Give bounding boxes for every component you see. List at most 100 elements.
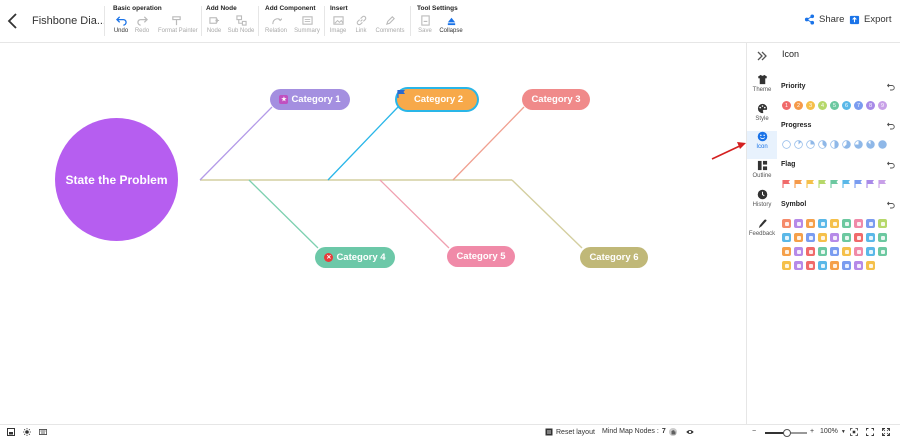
summary-button[interactable]: Summary [289, 15, 325, 39]
symbol-icon[interactable] [866, 219, 875, 228]
zoom-in-button[interactable]: + [810, 428, 814, 435]
symbol-icon[interactable] [830, 247, 839, 256]
progress-0-icon[interactable] [782, 140, 791, 149]
symbol-icon[interactable] [794, 261, 803, 270]
symbol-icon[interactable] [842, 261, 851, 270]
symbol-icon[interactable] [818, 219, 827, 228]
category-node-2[interactable]: Category 2 [397, 89, 477, 110]
flag-7-icon[interactable] [854, 179, 863, 188]
image-button[interactable]: Image [320, 15, 356, 39]
keyboard-button[interactable] [39, 428, 47, 436]
reset-flag-icon[interactable] [887, 161, 895, 169]
symbol-icon[interactable] [794, 233, 803, 242]
symbol-icon[interactable] [878, 247, 887, 256]
progress-2-icon[interactable] [806, 140, 815, 149]
symbol-icon[interactable] [806, 247, 815, 256]
zoom-slider-handle[interactable] [783, 429, 791, 437]
symbol-icon[interactable] [842, 247, 851, 256]
fullscreen-button[interactable] [866, 428, 874, 436]
symbol-icon[interactable] [830, 219, 839, 228]
symbol-icon[interactable] [854, 219, 863, 228]
rail-item-history[interactable]: History [747, 189, 777, 217]
category-node-5[interactable]: Category 5 [447, 246, 515, 267]
undo-button[interactable]: Undo [103, 15, 139, 39]
symbol-icon[interactable] [830, 233, 839, 242]
progress-3-icon[interactable] [818, 140, 827, 149]
save-button[interactable]: Save [407, 15, 443, 39]
symbol-icon[interactable] [878, 233, 887, 242]
rail-item-feedback[interactable]: Feedback [747, 218, 777, 246]
symbol-icon[interactable] [842, 233, 851, 242]
zoom-out-button[interactable]: − [752, 428, 756, 435]
progress-5-icon[interactable] [842, 140, 851, 149]
progress-4-icon[interactable] [830, 140, 839, 149]
flag-1-icon[interactable] [782, 179, 791, 188]
reset-priority-icon[interactable] [887, 83, 895, 91]
priority-3-icon[interactable]: 3 [806, 101, 815, 110]
mindmap-canvas[interactable]: State the Problem ★ Category 1 Category … [0, 43, 746, 424]
category-node-3[interactable]: Category 3 [522, 89, 590, 110]
symbol-icon[interactable] [842, 219, 851, 228]
minimap-button[interactable] [7, 428, 15, 436]
priority-7-icon[interactable]: 7 [854, 101, 863, 110]
symbol-icon[interactable] [866, 247, 875, 256]
reset-progress-icon[interactable] [887, 122, 895, 130]
flag-8-icon[interactable] [866, 179, 875, 188]
sub-node-button[interactable]: Sub Node [223, 15, 259, 39]
node-button[interactable]: Node [196, 15, 232, 39]
symbol-icon[interactable] [806, 261, 815, 270]
export-button[interactable]: Export [849, 14, 891, 25]
symbol-icon[interactable] [866, 261, 875, 270]
link-button[interactable]: Link [343, 15, 379, 39]
redo-button[interactable]: Redo [124, 15, 160, 39]
symbol-icon[interactable] [878, 219, 887, 228]
symbol-icon[interactable] [818, 261, 827, 270]
symbol-icon[interactable] [854, 233, 863, 242]
share-button[interactable]: Share [804, 14, 844, 25]
symbol-icon[interactable] [794, 247, 803, 256]
pan-hand-button[interactable] [669, 428, 677, 436]
double-chevron-right-icon[interactable] [756, 51, 768, 61]
document-title[interactable]: Fishbone Dia... [32, 15, 106, 27]
symbol-icon[interactable] [854, 261, 863, 270]
priority-9-icon[interactable]: 9 [878, 101, 887, 110]
symbol-icon[interactable] [854, 247, 863, 256]
priority-8-icon[interactable]: 8 [866, 101, 875, 110]
root-node[interactable]: State the Problem [55, 118, 178, 241]
symbol-icon[interactable] [782, 219, 791, 228]
rail-item-style[interactable]: Style [747, 103, 777, 131]
rail-item-outline[interactable]: Outline [747, 160, 777, 188]
flag-5-icon[interactable] [830, 179, 839, 188]
symbol-icon[interactable] [794, 219, 803, 228]
symbol-icon[interactable] [782, 247, 791, 256]
format-painter-button[interactable]: Format Painter [158, 15, 198, 39]
reset-layout-button[interactable]: Reset layout [545, 428, 595, 436]
reset-symbol-icon[interactable] [887, 201, 895, 209]
symbol-icon[interactable] [806, 233, 815, 242]
symbol-icon[interactable] [818, 247, 827, 256]
symbol-icon[interactable] [818, 233, 827, 242]
symbol-icon[interactable] [866, 233, 875, 242]
category-node-6[interactable]: Category 6 [580, 247, 648, 268]
rail-item-theme[interactable]: Theme [747, 74, 777, 102]
back-arrow-icon[interactable] [6, 12, 20, 30]
comments-button[interactable]: Comments [372, 15, 408, 39]
priority-6-icon[interactable]: 6 [842, 101, 851, 110]
progress-1-icon[interactable] [794, 140, 803, 149]
zoom-slider[interactable] [765, 429, 807, 437]
priority-2-icon[interactable]: 2 [794, 101, 803, 110]
preview-button[interactable] [686, 428, 694, 436]
flag-2-icon[interactable] [794, 179, 803, 188]
theme-toggle-button[interactable] [23, 428, 31, 436]
priority-4-icon[interactable]: 4 [818, 101, 827, 110]
symbol-icon[interactable] [806, 219, 815, 228]
priority-5-icon[interactable]: 5 [830, 101, 839, 110]
category-node-1[interactable]: ★ Category 1 [270, 89, 350, 110]
priority-1-icon[interactable]: 1 [782, 101, 791, 110]
flag-4-icon[interactable] [818, 179, 827, 188]
flag-3-icon[interactable] [806, 179, 815, 188]
symbol-icon[interactable] [782, 233, 791, 242]
category-node-4[interactable]: ✕ Category 4 [315, 247, 395, 268]
flag-9-icon[interactable] [878, 179, 887, 188]
symbol-icon[interactable] [782, 261, 791, 270]
